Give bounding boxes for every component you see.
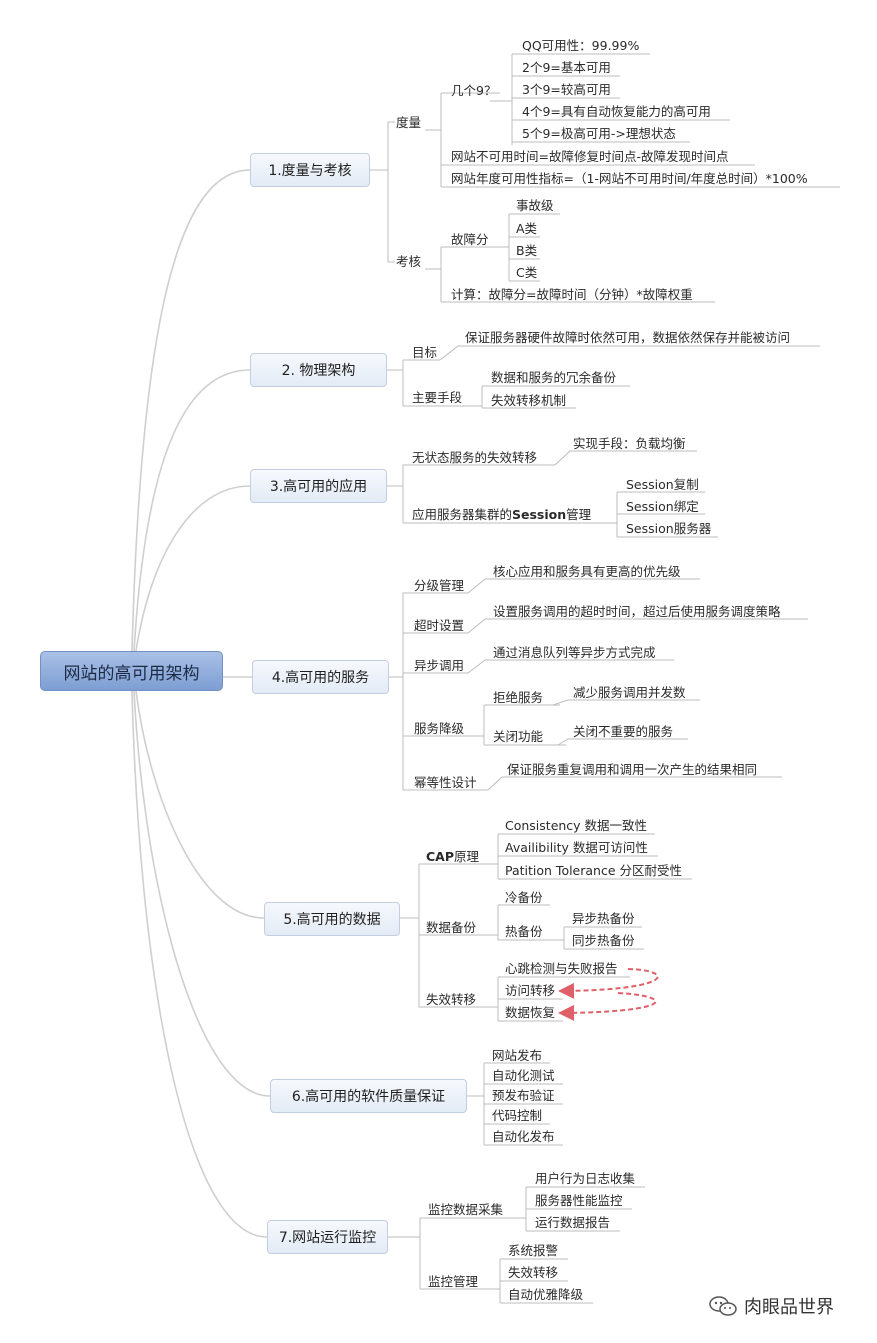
root-node[interactable]: 网站的高可用架构 [40, 651, 223, 691]
node-nines-question[interactable]: 几个9？ [451, 83, 497, 98]
node-level-accident[interactable]: 事故级 [516, 198, 554, 213]
node-cap-partition[interactable]: Patition Tolerance 分区耐受性 [505, 863, 683, 878]
node-level-a[interactable]: A类 [516, 221, 538, 236]
cap-post: 原理 [454, 849, 480, 864]
node-nines-5[interactable]: 5个9=极高可用->理想状态 [522, 126, 676, 141]
node-stateless-failover[interactable]: 无状态服务的失效转移 [412, 450, 538, 465]
node-nines-qq[interactable]: QQ可用性：99.99% [522, 38, 640, 53]
node-means[interactable]: 主要手段 [412, 390, 463, 405]
node-grading[interactable]: 分级管理 [414, 578, 465, 593]
node-grading-text[interactable]: 核心应用和服务具有更高的优先级 [493, 564, 681, 579]
node-cold-backup[interactable]: 冷备份 [505, 890, 543, 905]
node-idempotent-text[interactable]: 保证服务重复调用和调用一次产生的结果相同 [507, 762, 758, 777]
node-prerelease-verify[interactable]: 预发布验证 [492, 1088, 555, 1103]
node-fault-calc[interactable]: 计算：故障分=故障时间（分钟）*故障权重 [451, 287, 693, 302]
node-load-balance[interactable]: 实现手段：负载均衡 [573, 436, 686, 451]
node-code-control[interactable]: 代码控制 [492, 1108, 543, 1123]
node-reject[interactable]: 拒绝服务 [493, 690, 544, 705]
node-session-mgmt[interactable]: 应用服务器集群的Session管理 [412, 507, 591, 523]
cap-bold: CAP [426, 849, 455, 864]
node-sync-hot-backup[interactable]: 同步热备份 [572, 933, 635, 948]
node-means-redundancy[interactable]: 数据和服务的冗余备份 [491, 370, 617, 385]
node-data-failover[interactable]: 失效转移 [426, 992, 477, 1007]
node-reject-text[interactable]: 减少服务调用并发数 [573, 685, 686, 700]
node-goal[interactable]: 目标 [412, 345, 438, 360]
node-access-transfer[interactable]: 访问转移 [505, 983, 556, 998]
branch-ha-data[interactable]: 5.高可用的数据 [264, 902, 400, 936]
node-close-text[interactable]: 关闭不重要的服务 [573, 724, 674, 739]
node-site-release[interactable]: 网站发布 [492, 1048, 543, 1063]
node-level-b[interactable]: B类 [516, 243, 538, 258]
node-session-replication[interactable]: Session复制 [626, 477, 699, 492]
node-idempotent[interactable]: 幂等性设计 [414, 775, 477, 790]
node-annual-availability[interactable]: 网站年度可用性指标=（1-网站不可用时间/年度总时间）*100% [451, 171, 808, 186]
node-server-perf[interactable]: 服务器性能监控 [535, 1193, 623, 1208]
wechat-icon [709, 1296, 737, 1316]
node-cap-availability[interactable]: Availibility 数据可访问性 [505, 840, 648, 855]
branch-ha-service[interactable]: 4.高可用的服务 [252, 660, 389, 694]
node-system-alarm[interactable]: 系统报警 [508, 1243, 559, 1258]
node-async-text[interactable]: 通过消息队列等异步方式完成 [493, 645, 656, 660]
node-user-behavior-log[interactable]: 用户行为日志收集 [535, 1171, 636, 1186]
node-run-report[interactable]: 运行数据报告 [535, 1215, 611, 1230]
node-fault-score[interactable]: 故障分 [451, 232, 489, 247]
branch-monitoring[interactable]: 7.网站运行监控 [267, 1220, 388, 1254]
session-pre: 应用服务器集群的 [412, 507, 513, 522]
node-nines-2[interactable]: 2个9=基本可用 [522, 60, 611, 75]
node-async[interactable]: 异步调用 [414, 658, 465, 673]
node-backup[interactable]: 数据备份 [426, 920, 477, 935]
node-hot-backup[interactable]: 热备份 [505, 924, 543, 939]
node-goal-text[interactable]: 保证服务器硬件故障时依然可用，数据依然保存并能被访问 [465, 330, 791, 345]
node-auto-test[interactable]: 自动化测试 [492, 1068, 555, 1083]
branch-physical-arch[interactable]: 2. 物理架构 [250, 353, 387, 387]
node-monitor-manage[interactable]: 监控管理 [428, 1274, 479, 1289]
node-degrade[interactable]: 服务降级 [414, 721, 465, 736]
node-nines-4[interactable]: 4个9=具有自动恢复能力的高可用 [522, 104, 711, 119]
node-session-server[interactable]: Session服务器 [626, 521, 712, 536]
node-heartbeat[interactable]: 心跳检测与失败报告 [505, 961, 618, 976]
watermark-text: 肉眼品世界 [744, 1297, 834, 1318]
node-timeout-text[interactable]: 设置服务调用的超时时间，超过后使用服务调度策略 [493, 604, 781, 619]
node-graceful-degrade[interactable]: 自动优雅降级 [508, 1287, 584, 1302]
node-data-recovery[interactable]: 数据恢复 [505, 1005, 556, 1020]
node-nines-3[interactable]: 3个9=较高可用 [522, 82, 611, 97]
node-async-hot-backup[interactable]: 异步热备份 [572, 911, 635, 926]
node-downtime[interactable]: 网站不可用时间=故障修复时间点-故障发现时间点 [451, 149, 729, 164]
node-cap-consistency[interactable]: Consistency 数据一致性 [505, 818, 648, 833]
node-auto-release[interactable]: 自动化发布 [492, 1129, 555, 1144]
branch-measure-assess[interactable]: 1.度量与考核 [250, 153, 370, 187]
branch-software-quality[interactable]: 6.高可用的软件质量保证 [270, 1079, 467, 1113]
node-timeout[interactable]: 超时设置 [414, 618, 465, 633]
node-monitor-collect[interactable]: 监控数据采集 [428, 1202, 504, 1217]
node-means-failover[interactable]: 失效转移机制 [491, 393, 567, 408]
node-session-binding[interactable]: Session绑定 [626, 499, 699, 514]
node-level-c[interactable]: C类 [516, 265, 538, 280]
node-close[interactable]: 关闭功能 [493, 729, 544, 744]
node-assess[interactable]: 考核 [396, 254, 422, 269]
watermark: 肉眼品世界 [708, 1294, 848, 1318]
node-cap[interactable]: CAP原理 [426, 849, 479, 865]
node-metric[interactable]: 度量 [396, 115, 422, 130]
branch-ha-application[interactable]: 3.高可用的应用 [250, 469, 387, 503]
node-failover-monitor[interactable]: 失效转移 [508, 1265, 559, 1280]
session-post: 管理 [566, 507, 592, 522]
session-bold: Session [512, 507, 567, 522]
